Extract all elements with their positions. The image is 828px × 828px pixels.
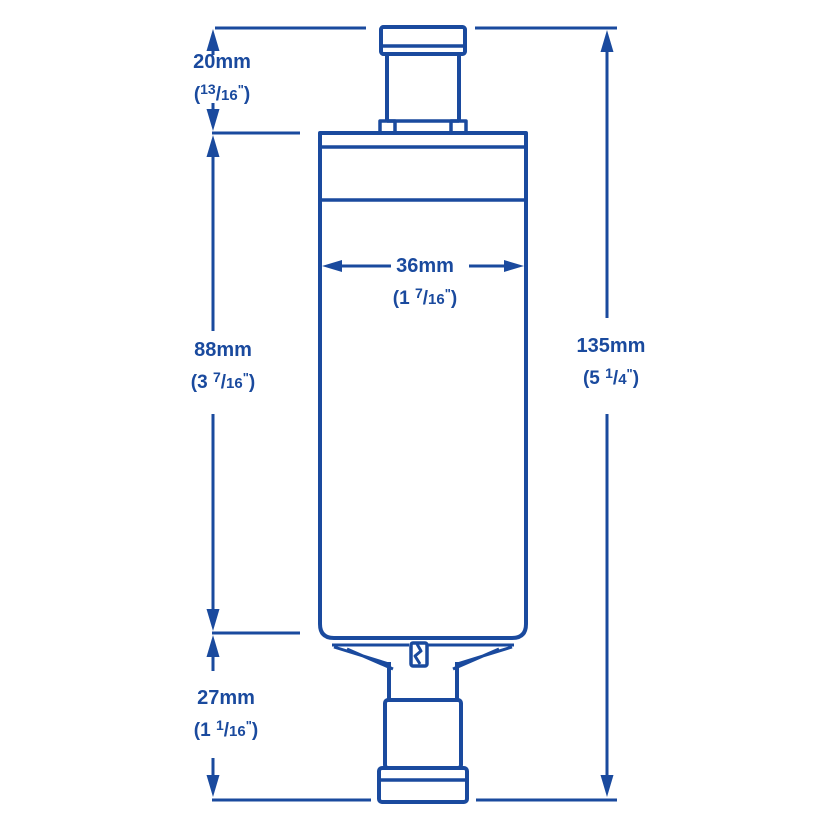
bottom-fitting-neck: [387, 662, 459, 700]
arrow-down-icon: [206, 109, 220, 131]
imperial-value: (1 7/16"): [392, 285, 458, 309]
arrow-up-icon: [600, 30, 614, 52]
imperial-value: (5 1/4"): [582, 365, 640, 389]
dimension-body-width: [322, 260, 524, 272]
arrow-up-icon: [206, 29, 220, 51]
arrow-up-icon: [206, 135, 220, 157]
bottom-funnel-left: [333, 645, 394, 671]
label-overall-length: 135mm (5 1/4"): [577, 333, 646, 393]
retainer-clip-wire: [413, 643, 423, 665]
bottom-fitting-collar: [383, 698, 463, 770]
metric-value: 36mm: [396, 255, 454, 277]
top-fitting-neck: [385, 54, 461, 121]
dimension-top-fitting: [206, 29, 220, 131]
top-fitting-cap: [379, 25, 467, 56]
metric-value: 135mm: [576, 335, 646, 357]
label-bottom-fitting: 27mm (1 1/16"): [194, 685, 258, 745]
arrow-left-icon: [322, 260, 342, 272]
label-body-length: 88mm (3 7/16"): [191, 337, 255, 397]
metric-value: 88mm: [194, 339, 252, 361]
dimension-body-length: [206, 135, 220, 631]
imperial-value: (3 7/16"): [190, 369, 256, 393]
device-bottom-fitting: [332, 641, 514, 804]
bottom-funnel-right: [452, 645, 513, 671]
device-body: [318, 131, 528, 640]
arrow-up-icon: [206, 635, 220, 657]
extension-lines: [212, 26, 617, 802]
label-top-fitting: 20mm (13/16"): [193, 49, 251, 109]
dimension-bottom-fitting: [206, 635, 220, 797]
retainer-clip: [409, 641, 429, 668]
body-outline: [318, 131, 528, 640]
dimension-overall-length: [600, 30, 614, 797]
arrow-down-icon: [206, 775, 220, 797]
label-body-width: 36mm (1 7/16"): [393, 253, 457, 313]
imperial-value: (1 1/16"): [193, 717, 259, 741]
arrow-right-icon: [504, 260, 524, 272]
metric-value: 20mm: [193, 51, 251, 73]
device-top-fitting: [378, 25, 468, 135]
imperial-value: (13/16"): [193, 81, 251, 105]
bottom-fitting-cap: [377, 766, 469, 804]
arrow-down-icon: [600, 775, 614, 797]
arrow-down-icon: [206, 609, 220, 631]
metric-value: 27mm: [197, 687, 255, 709]
